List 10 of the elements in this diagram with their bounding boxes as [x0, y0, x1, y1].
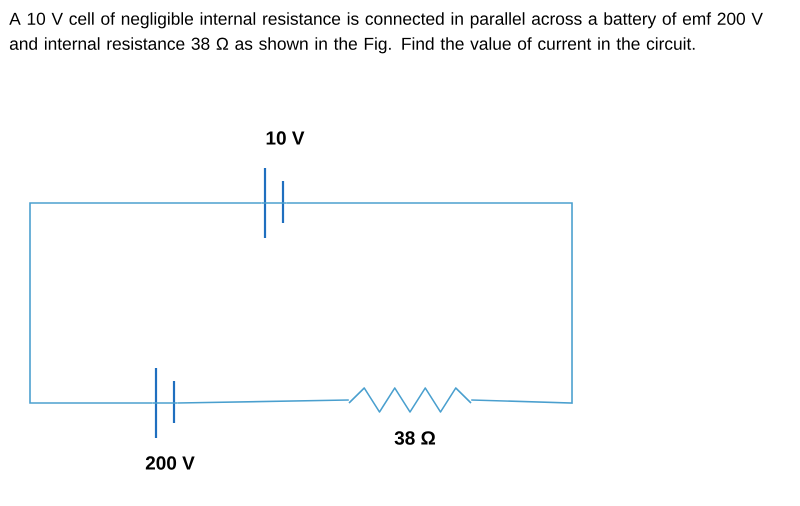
- component-label: 10 V: [266, 131, 304, 145]
- wire: [29, 202, 262, 404]
- question-text: A 10 V cell of negligible internal resistance is connected in parallel across a battery of emf 200 V and internal resistance 38 Ω as shown in the Fig. Find the value of current in the circuit.: [9, 12, 763, 54]
- cell-symbol: [153, 368, 177, 438]
- wire: [177, 399, 349, 404]
- resistor-symbol: [348, 387, 472, 413]
- component-label: 200 V: [146, 456, 195, 470]
- component-label: 38 Ω: [394, 431, 436, 445]
- wire: [286, 202, 573, 404]
- cell-symbol: [262, 168, 286, 238]
